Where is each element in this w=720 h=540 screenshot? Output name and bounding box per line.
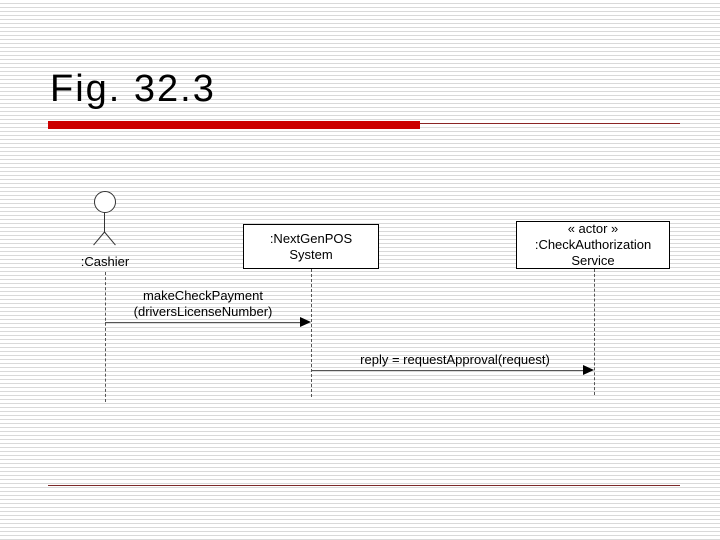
lifeline-cashier bbox=[105, 272, 106, 402]
footer-rule bbox=[48, 485, 680, 486]
message-label-make-check-payment-line2: (driversLicenseNumber) bbox=[133, 304, 273, 319]
participant-label-cashier: :Cashier bbox=[80, 254, 130, 269]
participant-box-auth-line2: Service bbox=[571, 253, 615, 268]
message-line-request-approval bbox=[311, 370, 584, 371]
page-title: Fig. 32.3 bbox=[50, 68, 216, 110]
message-arrowhead-icon-2 bbox=[583, 365, 594, 375]
message-arrowhead-icon-1 bbox=[300, 317, 311, 327]
participant-box-pos[interactable]: :NextGenPOS System bbox=[243, 224, 379, 269]
message-label-request-approval-line1: reply = requestApproval(request) bbox=[360, 352, 550, 367]
actor-stick-figure-icon bbox=[83, 191, 128, 246]
message-label-request-approval: reply = requestApproval(request) bbox=[330, 352, 580, 368]
participant-box-pos-line2: System bbox=[289, 246, 333, 262]
actor-leg-left-icon bbox=[93, 231, 105, 246]
actor-head-icon bbox=[94, 191, 116, 213]
actor-body-icon bbox=[104, 212, 105, 233]
participant-box-pos-line1: :NextGenPOS bbox=[269, 230, 353, 246]
lifeline-pos bbox=[311, 269, 312, 397]
message-line-make-check-payment bbox=[105, 322, 301, 323]
participant-box-auth-line1: :CheckAuthorization bbox=[534, 237, 652, 252]
message-label-make-check-payment: makeCheckPayment (driversLicenseNumber) bbox=[95, 288, 311, 320]
lifeline-auth bbox=[594, 269, 595, 395]
actor-leg-right-icon bbox=[104, 231, 116, 246]
participant-box-auth[interactable]: « actor » :CheckAuthorization Service bbox=[516, 221, 670, 269]
title-accent-rule-thick bbox=[48, 121, 420, 129]
title-accent-rule-thin bbox=[420, 123, 680, 124]
message-label-make-check-payment-line1: makeCheckPayment bbox=[143, 288, 263, 303]
participant-box-auth-stereotype: « actor » bbox=[567, 221, 619, 236]
